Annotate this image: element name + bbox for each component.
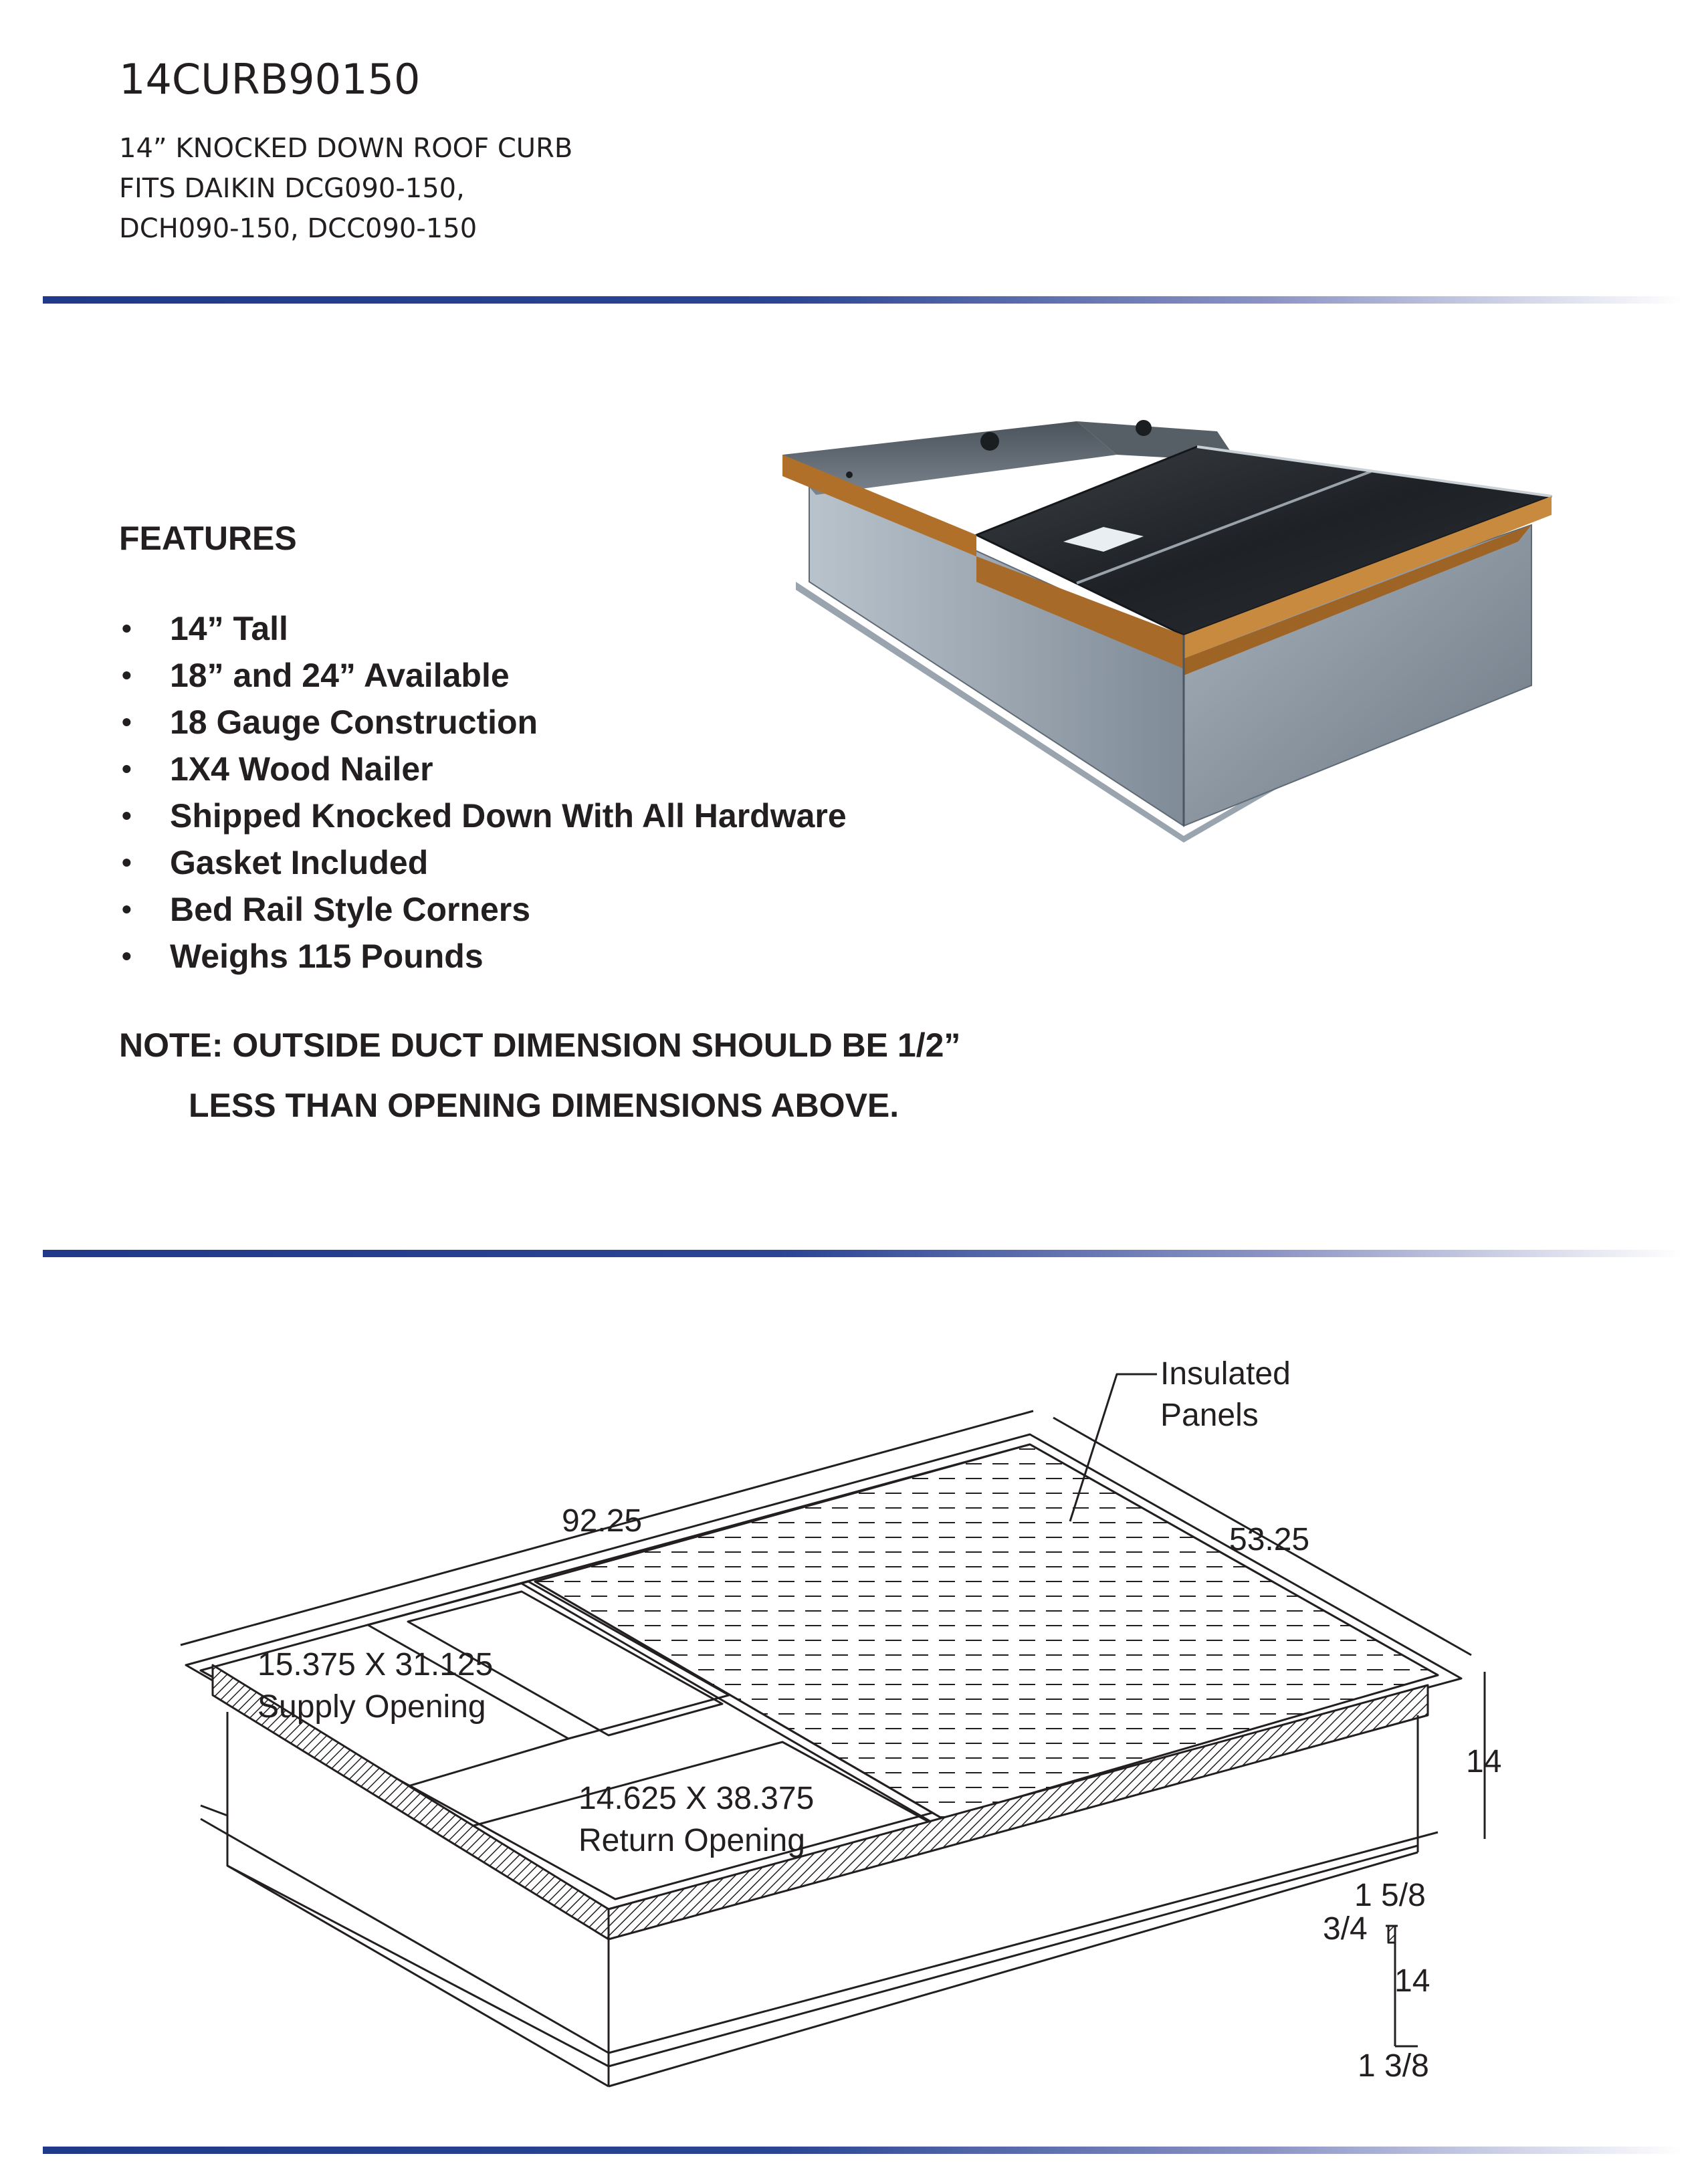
- insulated-label-line-2: Panels: [1160, 1398, 1259, 1433]
- feature-text: Shipped Knocked Down With All Hardware: [170, 797, 847, 835]
- return-opening-size: 14.625 X 38.375: [578, 1781, 814, 1816]
- length-dimension: 92.25: [562, 1503, 642, 1539]
- duct-note-line-1: NOTE: OUTSIDE DUCT DIMENSION SHOULD BE 1…: [119, 1026, 961, 1064]
- feature-item: • 1X4 Wood Nailer: [119, 746, 847, 792]
- insulated-label-line-1: Insulated: [1160, 1356, 1291, 1392]
- width-dimension: 53.25: [1229, 1522, 1309, 1557]
- feature-text: 18 Gauge Construction: [170, 703, 538, 741]
- feature-text: Weighs 115 Pounds: [170, 938, 484, 975]
- product-code-title: 14CURB90150: [119, 55, 421, 104]
- feature-item: • 14” Tall: [119, 605, 847, 652]
- bullet-icon: •: [122, 659, 132, 691]
- feature-item: • Bed Rail Style Corners: [119, 886, 847, 933]
- bullet-icon: •: [122, 613, 132, 644]
- flange-bottom-dimension: 1 3/8: [1358, 2048, 1429, 2084]
- flange-side-dimension: 3/4: [1323, 1911, 1368, 1947]
- feature-text: 14” Tall: [170, 610, 288, 647]
- flange-top-dimension: 1 5/8: [1354, 1878, 1426, 1913]
- feature-item: • Shipped Knocked Down With All Hardware: [119, 792, 847, 839]
- roof-curb-photo: [782, 420, 1552, 843]
- feature-item: • 18 Gauge Construction: [119, 699, 847, 746]
- product-description-line-3: DCH090-150, DCC090-150: [119, 213, 477, 244]
- section-divider-bottom: [43, 2147, 1681, 2154]
- bullet-icon: •: [122, 940, 132, 972]
- supply-opening-label: Supply Opening: [257, 1689, 486, 1725]
- product-description-line-1: 14” KNOCKED DOWN ROOF CURB: [119, 133, 573, 164]
- section-divider-middle: [43, 1250, 1681, 1257]
- feature-text: 1X4 Wood Nailer: [170, 750, 433, 788]
- features-heading: FEATURES: [119, 520, 297, 557]
- bullet-icon: •: [122, 893, 132, 925]
- feature-text: Gasket Included: [170, 844, 429, 881]
- features-list: • 14” Tall • 18” and 24” Available • 18 Gau…: [119, 605, 847, 980]
- return-opening-label: Return Opening: [578, 1823, 805, 1858]
- feature-item: • Weighs 115 Pounds: [119, 933, 847, 980]
- supply-opening-size: 15.375 X 31.125: [257, 1647, 493, 1682]
- feature-item: • 18” and 24” Available: [119, 652, 847, 699]
- curb-height-dimension: 14: [1466, 1744, 1501, 1779]
- duct-note-line-2: LESS THAN OPENING DIMENSIONS ABOVE.: [189, 1087, 899, 1124]
- bullet-icon: •: [122, 706, 132, 738]
- feature-text: Bed Rail Style Corners: [170, 891, 531, 928]
- section-height-dimension: 14: [1394, 1963, 1430, 1999]
- bullet-icon: •: [122, 800, 132, 831]
- feature-text: 18” and 24” Available: [170, 657, 510, 694]
- curb-dimension-drawing: Insulated Panels 92.25 53.25 15.375 X 31…: [180, 1356, 1501, 2088]
- feature-item: • Gasket Included: [119, 839, 847, 886]
- bullet-icon: •: [122, 753, 132, 784]
- section-divider-top: [43, 296, 1681, 304]
- product-description-line-2: FITS DAIKIN DCG090-150,: [119, 173, 465, 204]
- bullet-icon: •: [122, 847, 132, 878]
